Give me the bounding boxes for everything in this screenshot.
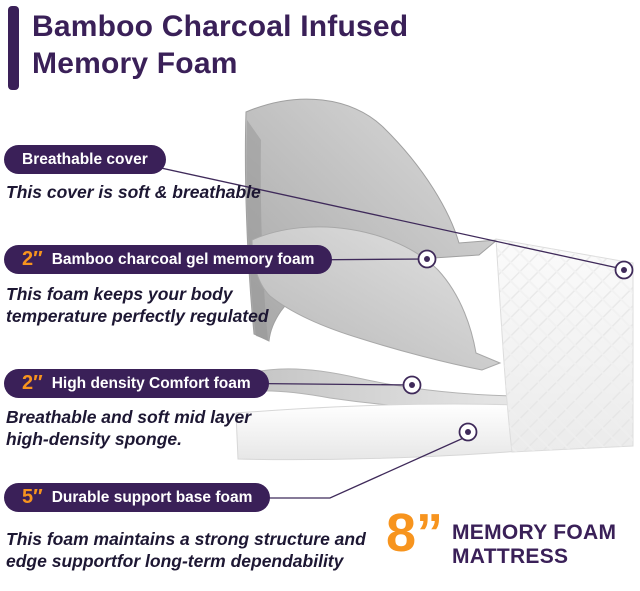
callout-marker-base-foam	[458, 422, 478, 442]
callout-marker-memory-foam	[417, 249, 437, 269]
title-line-2: Memory Foam	[32, 47, 238, 80]
base-foam-shape	[235, 403, 521, 461]
label-pill-memory-foam: 2″ Bamboo charcoal gel memory foam	[4, 245, 333, 274]
footer-line-1: MEMORY FOAM	[452, 521, 617, 544]
label-pill-base-foam: 5″ Durable support base foam	[4, 483, 271, 512]
leader-line-cover	[119, 158, 619, 269]
desc-line: This foam keeps your body	[6, 284, 233, 304]
desc-line: Breathable and soft mid layer	[6, 407, 252, 427]
layer-description-comfort-foam: Breathable and soft mid layer high-densi…	[6, 406, 251, 450]
desc-line: edge supportfor long-term dependability	[6, 551, 344, 571]
layer-name: Durable support base foam	[51, 488, 253, 506]
title-line-1: Bamboo Charcoal Infused	[32, 10, 409, 43]
mattress-type-label: MEMORY FOAM MATTRESS	[452, 521, 616, 569]
layer-name: High density Comfort foam	[51, 374, 251, 392]
title-block: Bamboo Charcoal Infused Memory Foam	[8, 6, 408, 90]
layer-description-memory-foam: This foam keeps your body temperature pe…	[6, 283, 269, 327]
layer-description-base-foam: This foam maintains a strong structure a…	[6, 528, 366, 572]
layer-name: Bamboo charcoal gel memory foam	[51, 250, 315, 268]
footer-line-2: MATTRESS	[452, 545, 569, 568]
page-title: Bamboo Charcoal Infused Memory Foam	[32, 8, 408, 82]
label-pill-comfort-foam: 2″ High density Comfort foam	[4, 369, 269, 398]
layer-size: 5″	[22, 486, 43, 508]
title-accent-bar	[8, 6, 19, 90]
desc-line: temperature perfectly regulated	[6, 306, 269, 326]
desc-line: high-density sponge.	[6, 429, 182, 449]
quilted-cover-texture	[496, 239, 633, 452]
callout-marker-cover	[614, 260, 634, 280]
label-pill-breathable-cover: Breathable cover	[4, 145, 166, 174]
layer-size: 2″	[22, 372, 43, 394]
layer-name: Breathable cover	[22, 150, 148, 168]
mattress-total-height: 8”	[386, 503, 444, 563]
callout-marker-comfort-foam	[402, 375, 422, 395]
desc-line: This cover is soft & breathable	[6, 182, 261, 202]
layer-size: 2″	[22, 248, 43, 270]
desc-line: This foam maintains a strong structure a…	[6, 529, 366, 549]
layer-description-cover: This cover is soft & breathable	[6, 181, 261, 203]
